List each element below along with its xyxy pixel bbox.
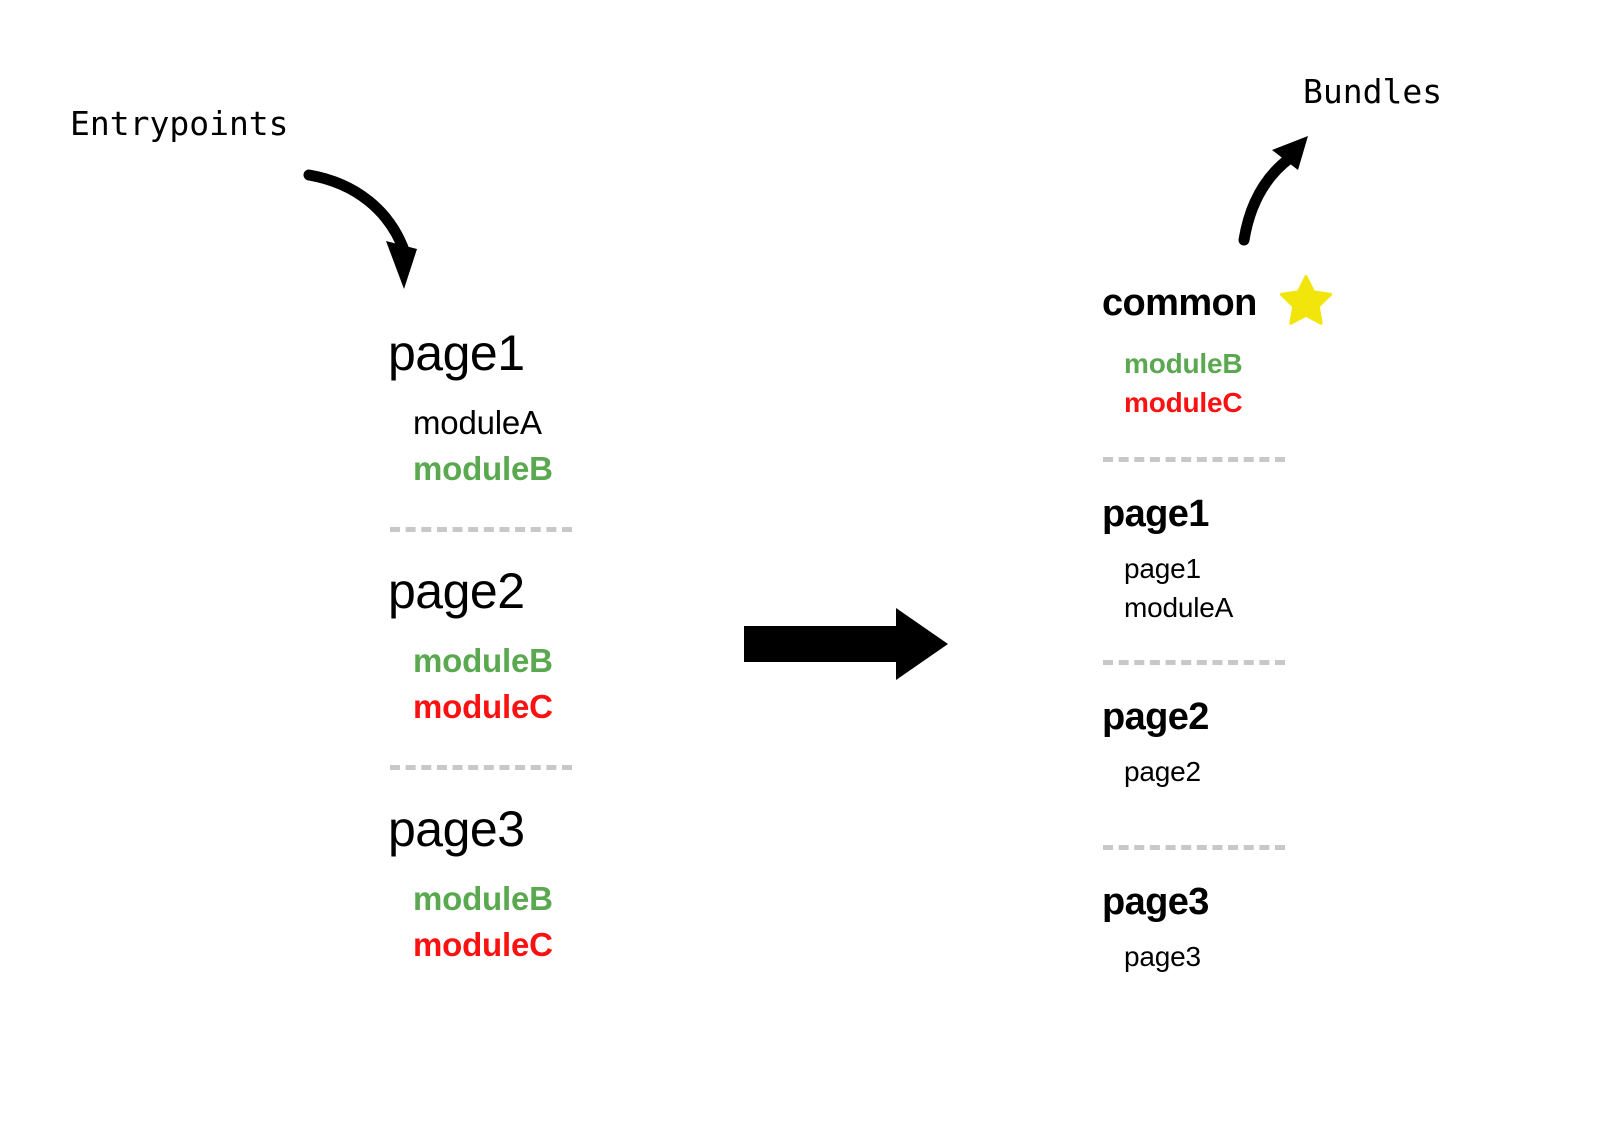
bundle-title: page2 xyxy=(1102,696,1209,738)
bundle-title: common xyxy=(1102,281,1257,324)
entrypoint-module: moduleC xyxy=(413,926,553,963)
bundle-divider xyxy=(1103,457,1285,462)
bundle-title: page1 xyxy=(1102,493,1209,535)
bundles-caption: Bundles xyxy=(1303,72,1443,111)
entrypoint-module: moduleB xyxy=(413,880,553,917)
entrypoints-column: page1 moduleA moduleB page2 moduleB modu… xyxy=(388,328,688,961)
bundle-module: moduleB xyxy=(1124,348,1243,379)
entrypoint-divider xyxy=(390,527,572,532)
entrypoint-module: moduleA xyxy=(413,404,542,441)
bundle-module: page2 xyxy=(1124,756,1201,787)
entrypoint-title: page2 xyxy=(388,563,525,619)
entrypoints-caption: Entrypoints xyxy=(70,104,289,143)
entrypoint-group-page3: page3 moduleB moduleC xyxy=(388,804,688,961)
entrypoint-title: page1 xyxy=(388,325,525,381)
star-icon xyxy=(1279,274,1333,331)
curved-arrow-up-right-icon xyxy=(1228,128,1328,248)
entrypoint-module: moduleB xyxy=(413,450,553,487)
bundle-group-page1: page1 page1 moduleA xyxy=(1102,495,1422,622)
bundle-group-page2: page2 page2 xyxy=(1102,698,1422,786)
bundle-module: page3 xyxy=(1124,941,1201,972)
entrypoint-module: moduleC xyxy=(413,688,553,725)
entrypoint-module: moduleB xyxy=(413,642,553,679)
block-arrow-right-icon xyxy=(744,608,948,680)
curved-arrow-down-right-icon xyxy=(295,155,435,300)
bundles-column: common moduleB moduleC page1 page1 modul… xyxy=(1102,274,1422,971)
bundle-module: moduleC xyxy=(1124,387,1243,418)
entrypoint-divider xyxy=(390,765,572,770)
bundle-group-common: common moduleB moduleC xyxy=(1102,274,1422,417)
entrypoint-group-page2: page2 moduleB moduleC xyxy=(388,566,688,723)
entrypoint-title: page3 xyxy=(388,801,525,857)
bundle-divider xyxy=(1103,845,1285,850)
bundle-divider xyxy=(1103,660,1285,665)
bundle-module: moduleA xyxy=(1124,592,1234,623)
entrypoint-group-page1: page1 moduleA moduleB xyxy=(388,328,688,485)
bundle-group-page3: page3 page3 xyxy=(1102,883,1422,971)
bundle-module: page1 xyxy=(1124,553,1201,584)
bundle-title: page3 xyxy=(1102,881,1209,923)
